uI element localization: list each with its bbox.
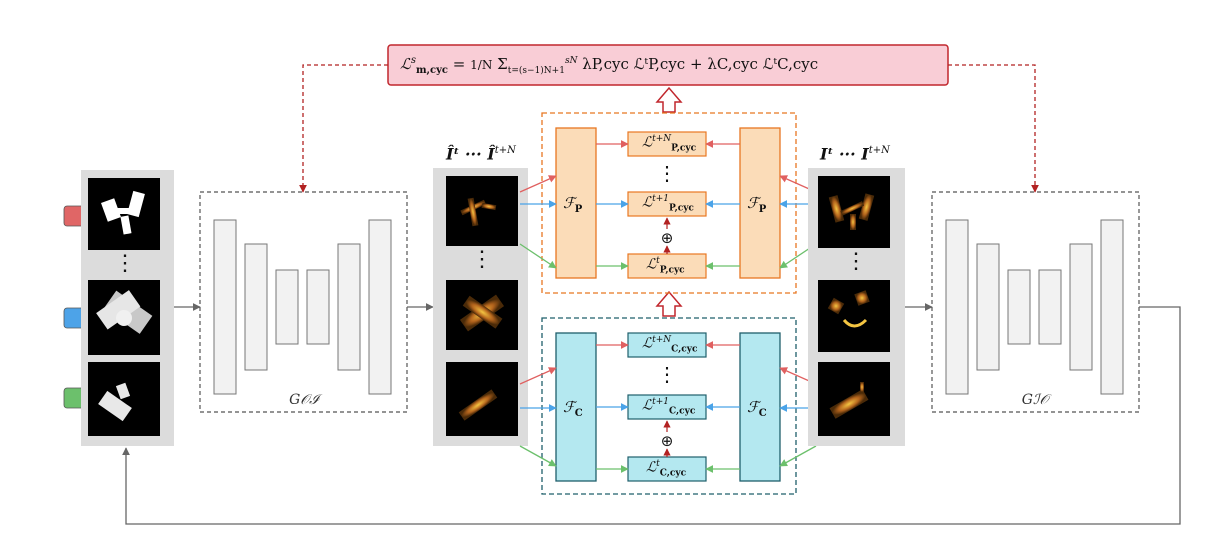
real-satellite-middle xyxy=(827,290,870,328)
right-generator-label: Gℐ𝒪 xyxy=(1022,392,1052,408)
fp-left-label: ℱP xyxy=(563,194,583,215)
c-loss-label-t: ℒtC,cyc xyxy=(646,459,687,479)
fp-right-label: ℱP xyxy=(747,194,767,215)
predicted-satellite-bottom xyxy=(458,389,498,421)
fp-right-box xyxy=(739,127,781,279)
fc-right-box xyxy=(739,332,781,482)
left-generator-box xyxy=(199,191,408,413)
p-left-green-arrow xyxy=(519,243,557,269)
loss-to-left-generator-connector xyxy=(299,64,388,193)
predicted-image-top xyxy=(446,176,518,246)
loss-to-right-generator-connector xyxy=(948,64,1039,193)
real-satellite-top xyxy=(828,193,875,230)
p-left-red-arrow xyxy=(519,175,557,193)
fp-left-box xyxy=(555,127,597,279)
c-loss-label-tN: ℒt+NC,cyc xyxy=(642,335,698,355)
real-image-middle xyxy=(818,280,890,352)
right-generator-layers xyxy=(945,219,1124,395)
p-to-loss-hollow-arrow xyxy=(655,86,683,113)
c-to-p-hollow-arrow xyxy=(655,290,683,317)
c-module-dashed-box xyxy=(541,317,797,495)
p-module-dashed-box xyxy=(541,112,797,294)
p-loss-label-tN: ℒt+NP,cyc xyxy=(642,134,697,154)
real-satellite-bottom xyxy=(829,382,869,419)
predicted-satellite-middle xyxy=(459,294,505,332)
predicted-ellipsis: ⋮ xyxy=(471,247,493,272)
left-generator-label: G𝒪ℐ xyxy=(289,392,323,408)
real-ellipsis: ⋮ xyxy=(845,249,867,274)
p-loss-ellipsis: ⋮ xyxy=(657,161,677,185)
c-loss-ellipsis: ⋮ xyxy=(657,362,677,386)
mask-ellipsis: ⋮ xyxy=(114,251,136,276)
c-right-green-arrow xyxy=(779,445,817,467)
predicted-sequence-label: Îᵗ ··· Ît+N xyxy=(446,144,516,164)
predicted-satellite-top xyxy=(460,197,497,227)
right-generator-box xyxy=(931,191,1140,413)
mask-satellite-bottom xyxy=(98,382,132,422)
c-loss-label-t1: ℒt+1C,cyc xyxy=(642,397,696,417)
fc-right-label: ℱC xyxy=(747,398,767,419)
p-loss-label-t: ℒtP,cyc xyxy=(646,256,685,276)
fc-left-label: ℱC xyxy=(563,398,583,419)
mask-satellite-top xyxy=(101,190,145,235)
feedback-loop-arrow xyxy=(122,306,1181,525)
p-oplus: ⊕ xyxy=(661,229,674,247)
mask-image-bottom xyxy=(88,362,160,436)
left-generator-layers xyxy=(213,219,392,395)
cycle-loss-equation: ℒsm,cyc = 1/N Σt=(s−1)N+1sN λP,cyc ℒᵗP,c… xyxy=(400,55,819,76)
c-left-green-arrow xyxy=(519,445,557,467)
real-sequence-label: Iᵗ ··· It+N xyxy=(820,144,890,164)
c-oplus: ⊕ xyxy=(661,432,674,450)
p-loss-label-t1: ℒt+1P,cyc xyxy=(642,194,694,214)
c-left-red-arrow xyxy=(519,367,557,385)
mask-satellite-middle xyxy=(96,290,153,334)
real-image-top xyxy=(818,176,890,248)
